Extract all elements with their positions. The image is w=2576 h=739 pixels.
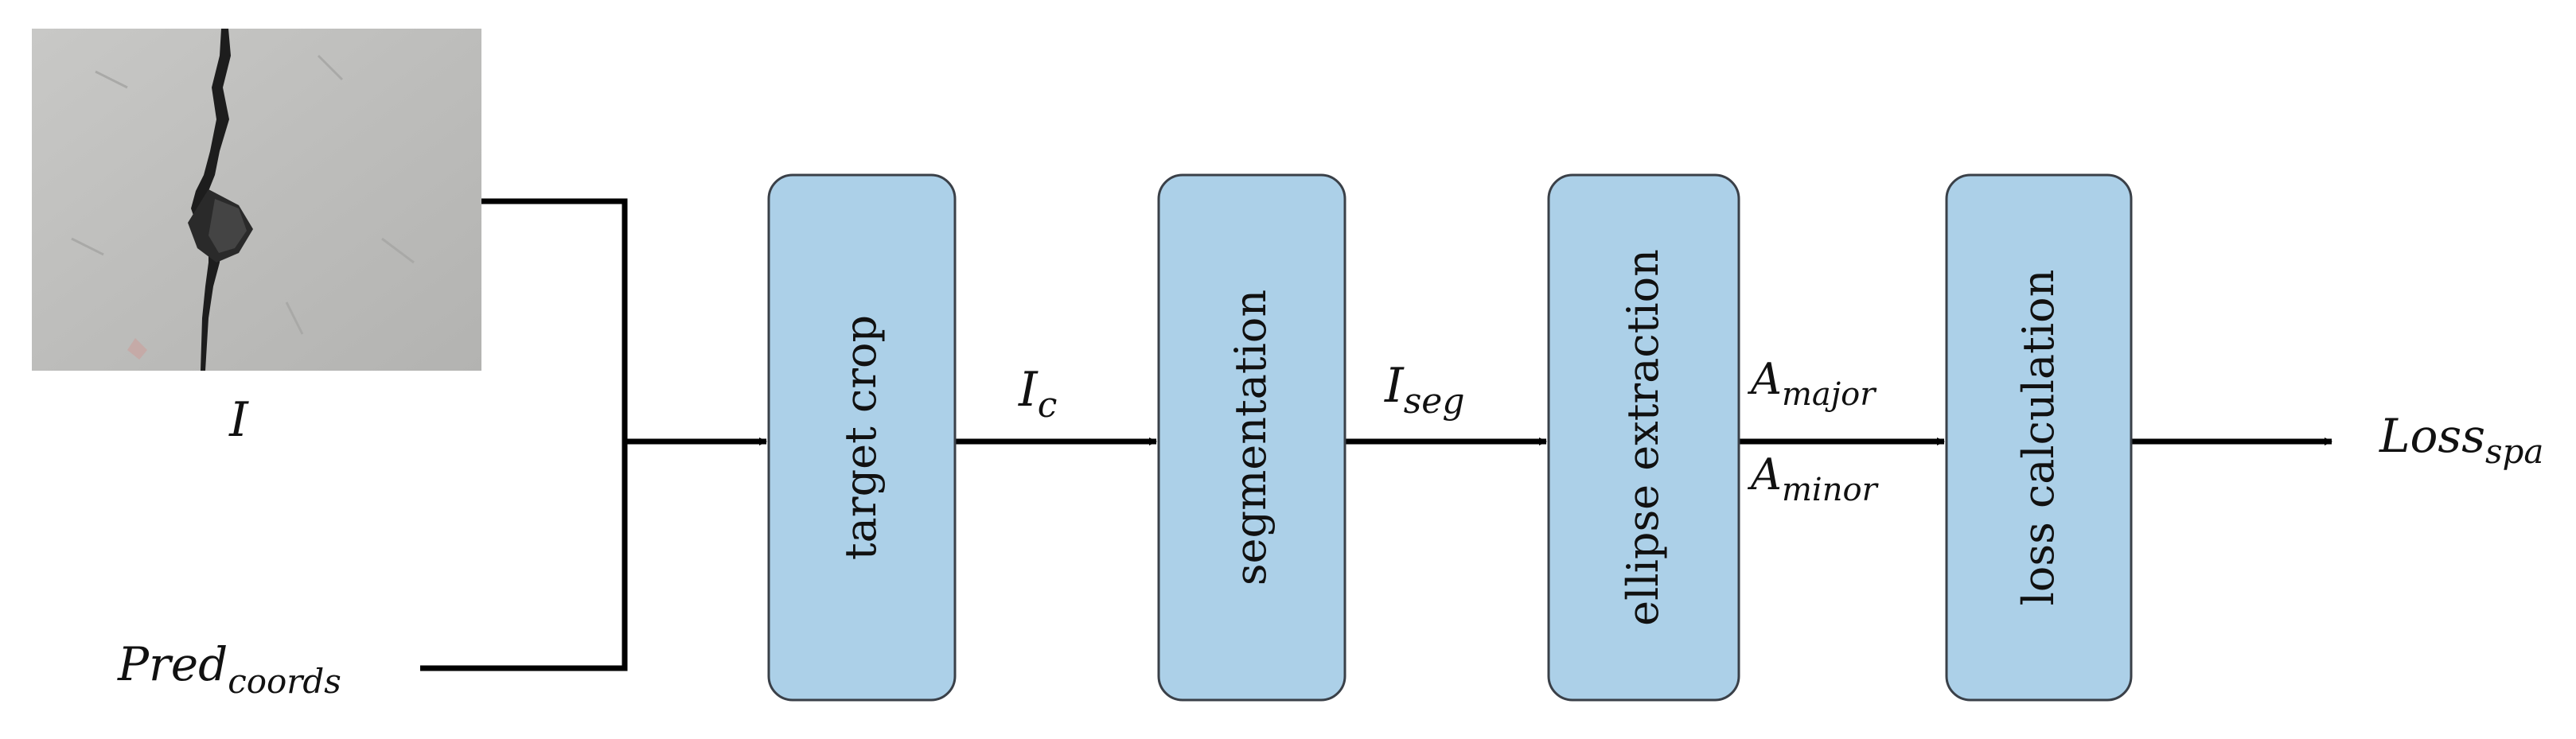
crack-image xyxy=(32,29,481,371)
connectors xyxy=(420,198,2332,671)
pred-coords-base: Pred xyxy=(117,637,228,691)
edge-label-amajor: Amajor xyxy=(1747,354,1877,413)
coords-connector xyxy=(420,441,628,671)
output-loss-label: Lossspa xyxy=(2379,409,2543,471)
block-ellipse-extraction-label: ellipse extraction xyxy=(1618,249,1668,626)
edge-label-iseg-base: I xyxy=(1384,358,1405,414)
block-target-crop-label: target crop xyxy=(836,315,886,560)
output-loss-base: Loss xyxy=(2379,409,2485,463)
image-connector xyxy=(481,198,628,441)
edge-label-ic-sub: c xyxy=(1038,385,1058,426)
output-loss-sub: spa xyxy=(2485,432,2543,471)
edge-label-ic-base: I xyxy=(1018,362,1039,418)
edge-label-aminor: Aminor xyxy=(1747,449,1880,508)
block-target-crop: target crop xyxy=(767,173,957,702)
pred-coords-label: Predcoords xyxy=(117,637,341,701)
input-image-label: I xyxy=(228,392,249,448)
block-loss-calculation-label: loss calculation xyxy=(2013,270,2064,606)
block-ellipse-extraction: ellipse extraction xyxy=(1547,173,1740,702)
block-loss-calculation: loss calculation xyxy=(1945,173,2133,702)
edge-label-amajor-base: A xyxy=(1747,354,1782,404)
edge-label-aminor-sub: minor xyxy=(1782,472,1880,508)
edge-label-iseg-sub: seg xyxy=(1404,381,1465,422)
edge-label-aminor-base: A xyxy=(1747,449,1782,500)
edge-label-amajor-sub: major xyxy=(1782,376,1877,413)
block-segmentation-label: segmentation xyxy=(1226,290,1276,585)
pred-coords-sub: coords xyxy=(228,662,341,701)
block-segmentation: segmentation xyxy=(1157,173,1346,702)
edge-label-iseg: Iseg xyxy=(1384,358,1465,422)
edge-label-ic: Ic xyxy=(1018,362,1057,426)
